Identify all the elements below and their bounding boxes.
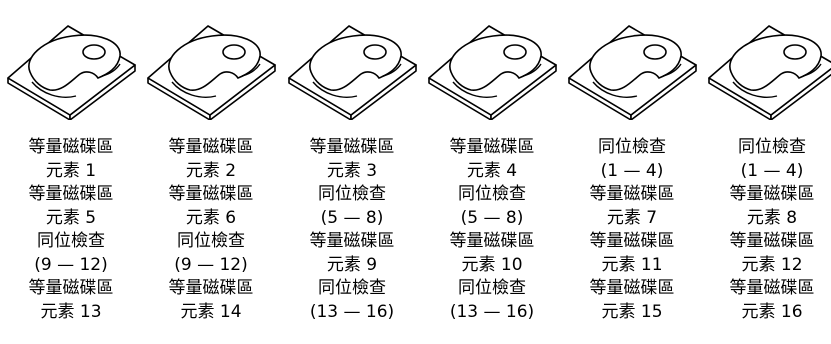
block-detail-label: 元素 10 <box>461 254 523 275</box>
block-type-label: 等量磁碟區 <box>168 184 254 204</box>
block-type-label: 等量磁碟區 <box>589 278 675 298</box>
disk-drawing <box>2 20 140 120</box>
block-detail-label: 元素 6 <box>185 207 237 228</box>
block-type-label: 等量磁碟區 <box>449 231 535 251</box>
block-type-label: 同位檢查 <box>318 278 386 298</box>
block-detail-label: 元素 14 <box>180 301 242 322</box>
block-type-label: 等量磁碟區 <box>589 231 675 251</box>
block-detail-label: 元素 15 <box>601 301 663 322</box>
block-detail-label: 元素 2 <box>185 160 237 181</box>
block-type-label: 同位檢查 <box>598 137 666 157</box>
block-detail-label: 元素 16 <box>741 301 803 322</box>
block-type-label: 等量磁碟區 <box>168 278 254 298</box>
block-detail-label: 元素 7 <box>606 207 658 228</box>
block-type-label: 同位檢查 <box>37 231 105 251</box>
block-type-label: 等量磁碟區 <box>449 137 535 157</box>
block-type-label: 等量磁碟區 <box>28 278 114 298</box>
block-type-label: 等量磁碟區 <box>729 278 815 298</box>
block-detail-label: 元素 12 <box>741 254 803 275</box>
block-type-label: 等量磁碟區 <box>729 184 815 204</box>
block-detail-label: (1 — 4) <box>740 160 804 181</box>
block-detail-label: 元素 9 <box>326 254 378 275</box>
block-type-label: 等量磁碟區 <box>28 184 114 204</box>
block-detail-label: (5 — 8) <box>320 207 384 228</box>
disk-drawing <box>423 20 561 120</box>
block-type-label: 同位檢查 <box>177 231 245 251</box>
block-detail-label: 元素 8 <box>746 207 798 228</box>
block-detail-label: 元素 3 <box>326 160 378 181</box>
block-type-label: 同位檢查 <box>458 184 526 204</box>
hard-disk-icon <box>288 25 417 120</box>
block-detail-label: (1 — 4) <box>600 160 664 181</box>
block-type-label: 同位檢查 <box>458 278 526 298</box>
block-detail-label: (9 — 12) <box>34 254 108 275</box>
block-type-label: 同位檢查 <box>318 184 386 204</box>
block-type-label: 等量磁碟區 <box>309 231 395 251</box>
block-detail-label: 元素 1 <box>45 160 97 181</box>
block-detail-label: 元素 13 <box>40 301 102 322</box>
block-type-label: 等量磁碟區 <box>28 137 114 157</box>
block-type-label: 等量磁碟區 <box>589 184 675 204</box>
disk-drawing <box>563 20 701 120</box>
block-detail-label: 元素 4 <box>466 160 518 181</box>
block-type-label: 等量磁碟區 <box>309 137 395 157</box>
hard-disk-icon <box>147 25 276 120</box>
block-detail-label: (5 — 8) <box>460 207 524 228</box>
block-detail-label: 元素 11 <box>601 254 663 275</box>
block-type-label: 同位檢查 <box>738 137 806 157</box>
block-type-label: 等量磁碟區 <box>168 137 254 157</box>
hard-disk-icon <box>7 25 136 120</box>
disk-drawing <box>142 20 280 120</box>
disk-drawing <box>283 20 421 120</box>
block-detail-label: (13 — 16) <box>309 301 395 322</box>
hard-disk-icon <box>428 25 557 120</box>
block-detail-label: (13 — 16) <box>449 301 535 322</box>
block-detail-label: 元素 5 <box>45 207 97 228</box>
block-detail-label: (9 — 12) <box>174 254 248 275</box>
disk-drawing <box>703 20 831 120</box>
hard-disk-icon <box>708 25 831 120</box>
block-type-label: 等量磁碟區 <box>729 231 815 251</box>
hard-disk-icon <box>568 25 697 120</box>
